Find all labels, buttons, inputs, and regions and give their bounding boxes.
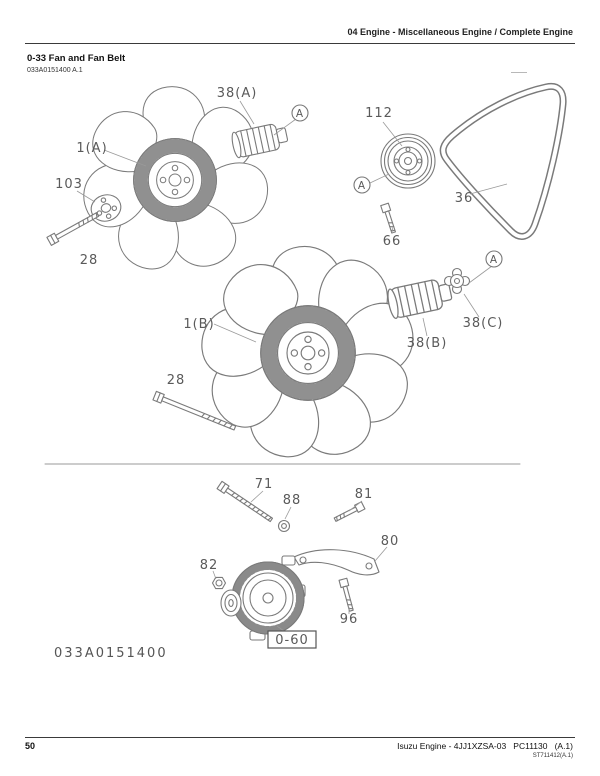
spacer-103-drawing xyxy=(90,194,122,222)
header-chapter-title: 04 Engine - Miscellaneous Engine / Compl… xyxy=(347,27,573,37)
part-label-28-top: 28 xyxy=(80,253,99,268)
part-label-38a: 38(A) xyxy=(217,86,258,101)
part-label-88: 88 xyxy=(283,493,302,508)
bolt-96-drawing xyxy=(338,577,354,612)
bolt-28a-drawing xyxy=(46,212,100,246)
figure-code: 033A0151400 A.1 xyxy=(27,67,83,74)
pulley-112-drawing xyxy=(380,133,436,189)
ref-box-label: 0-60 xyxy=(275,633,309,648)
section-title: 0-33 Fan and Fan Belt xyxy=(27,53,126,64)
part-label-36: 36 xyxy=(455,191,474,206)
washer-88-drawing xyxy=(277,519,291,533)
bolt-71-drawing xyxy=(216,480,274,523)
part-label-80: 80 xyxy=(381,534,400,549)
part-label-38c: 38(C) xyxy=(463,316,504,331)
coupling-38c-drawing xyxy=(443,267,471,295)
fan-clutch-38b-drawing xyxy=(385,276,455,320)
callout-a-top: A xyxy=(291,104,309,122)
nut-82-drawing xyxy=(211,576,227,590)
header-divider xyxy=(25,43,575,44)
part-label-103: 103 xyxy=(55,177,83,192)
footer-divider xyxy=(25,737,575,738)
fan-1b-drawing xyxy=(196,245,420,467)
part-label-38b: 38(B) xyxy=(407,336,448,351)
part-label-1a: 1(A) xyxy=(76,141,107,156)
leader-lines xyxy=(76,100,508,632)
footer-page-number: 50 xyxy=(25,741,36,751)
callout-a-pulley: A xyxy=(353,176,371,194)
footer-doc-ref: Isuzu Engine - 4JJ1XZSA-03 PC11130 (A.1) xyxy=(397,741,573,751)
callout-a-coupling-letter: A xyxy=(490,254,498,266)
part-label-66: 66 xyxy=(383,234,402,249)
callout-a-pulley-letter: A xyxy=(358,180,366,192)
callout-a-coupling: A xyxy=(485,250,503,268)
revision-mark xyxy=(511,72,527,73)
bolt-81-drawing xyxy=(333,501,366,522)
belt-36-drawing xyxy=(439,82,567,240)
part-label-96: 96 xyxy=(340,612,359,627)
callout-a-top-letter: A xyxy=(296,108,304,120)
part-label-112: 112 xyxy=(365,106,393,121)
alternator-drawing xyxy=(220,555,306,641)
fan-1a-drawing xyxy=(76,86,274,279)
part-label-82: 82 xyxy=(200,558,219,573)
part-label-1b: 1(B) xyxy=(183,317,214,332)
ref-box-0-60: 0-60 xyxy=(267,630,317,649)
bolt-28b-drawing xyxy=(152,390,237,431)
part-label-71: 71 xyxy=(255,477,274,492)
bolt-66-drawing xyxy=(380,202,397,234)
part-label-81: 81 xyxy=(355,487,374,502)
fan-clutch-38a-drawing xyxy=(231,123,289,159)
bracket-80-drawing xyxy=(293,549,380,576)
figure-caption: 033A0151400 xyxy=(54,646,168,661)
footer-sheet-ref: ST711412(A.1) xyxy=(532,753,573,759)
part-label-28-mid: 28 xyxy=(167,373,186,388)
